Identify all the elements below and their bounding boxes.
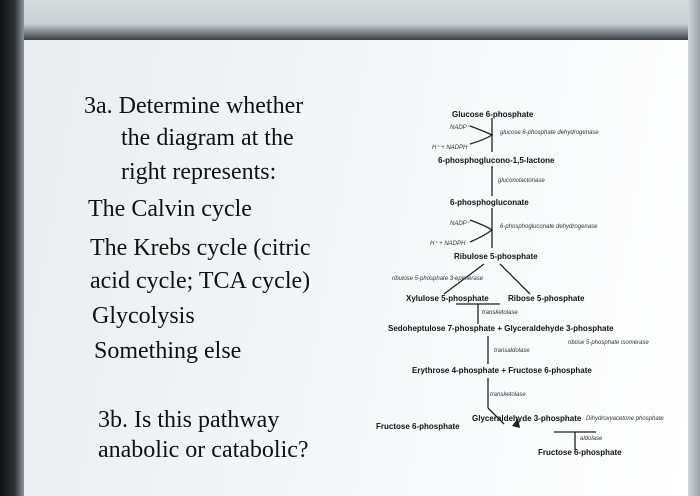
arrow-ru5p-r5p — [499, 263, 531, 295]
option-something-else: Something else — [94, 338, 242, 364]
arrow-head-gap — [512, 418, 520, 428]
label-erythrose-fructose: Erythrose 4-phosphate + Fructose 6-phosp… — [412, 366, 592, 375]
label-ribose-5-phosphate: Ribose 5-phosphate — [508, 294, 585, 303]
label-glyceraldehyde-3-phosphate: Glyceraldehyde 3-phosphate — [472, 414, 582, 423]
q3b-line-2: anabolic or catabolic? — [98, 437, 309, 463]
option-krebs-cycle-line-1: The Krebs cycle (citric — [90, 235, 311, 261]
enzyme-epimerase: ribulose 5-phosphate 3-epimerase — [392, 276, 484, 282]
label-h-nadph-2: H⁺ + NADPH — [430, 241, 466, 247]
cofactor-curve-1 — [469, 125, 494, 145]
q3a-line-1: 3a. Determine whether — [84, 93, 304, 119]
label-lactone: 6-phosphoglucono-1,5-lactone — [438, 156, 555, 165]
arrow-ru5p-xu5p — [443, 263, 485, 295]
pathway-diagram — [443, 118, 596, 450]
label-6-phosphogluconate: 6-phosphogluconate — [450, 198, 529, 207]
monitor-bezel-top — [0, 0, 700, 40]
label-dihydroxyacetone-phosphate: Dihydroxyacetone phosphate — [586, 416, 664, 422]
label-xylulose-5-phosphate: Xylulose 5-phosphate — [406, 294, 489, 303]
monitor-bezel-right — [688, 0, 700, 496]
arrow-to-gap — [487, 407, 505, 425]
enzyme-6pg-dehydrogenase: 6-phosphogluconate dehydrogenase — [500, 224, 598, 230]
q3b-line-1: 3b. Is this pathway — [98, 407, 280, 433]
option-krebs-cycle-line-2: acid cycle; TCA cycle) — [90, 268, 311, 294]
monitor-bezel-left — [0, 0, 24, 496]
label-ribulose-5-phosphate: Ribulose 5-phosphate — [454, 252, 538, 261]
label-fructose-6-phosphate: Fructose 6-phosphate — [376, 422, 460, 431]
option-glycolysis: Glycolysis — [92, 303, 195, 329]
enzyme-g6p-dehydrogenase: glucose 6-phosphate dehydrogenase — [500, 130, 599, 136]
enzyme-isomerase: ribose 5-phosphate isomerase — [568, 340, 649, 346]
enzyme-aldolase: aldolase — [580, 436, 603, 442]
cofactor-curve-2 — [469, 219, 494, 243]
enzyme-transketolase-1: transketolase — [482, 310, 518, 316]
option-calvin-cycle: The Calvin cycle — [88, 196, 252, 222]
label-h-nadph-1: H⁺ + NADPH — [432, 145, 468, 151]
label-glucose-6-phosphate: Glucose 6-phosphate — [452, 110, 534, 119]
label-sedoheptulose-gap: Sedoheptulose 7-phosphate + Glyceraldehy… — [388, 324, 614, 333]
enzyme-gluconolactonase: gluconolactonase — [498, 178, 545, 184]
enzyme-transketolase-2: transketolase — [490, 392, 526, 398]
enzyme-transaldolase: transaldolase — [494, 348, 530, 354]
label-nadp-2: NADP⁺ — [450, 221, 470, 227]
slide: 3a. Determine whether the diagram at the… — [24, 40, 688, 496]
label-nadp-1: NADP⁺ — [450, 125, 470, 131]
q3a-line-2: the diagram at the — [121, 125, 294, 151]
label-fructose-6-phosphate-2: Fructose 6-phosphate — [538, 448, 622, 457]
q3a-line-3: right represents: — [121, 159, 277, 185]
